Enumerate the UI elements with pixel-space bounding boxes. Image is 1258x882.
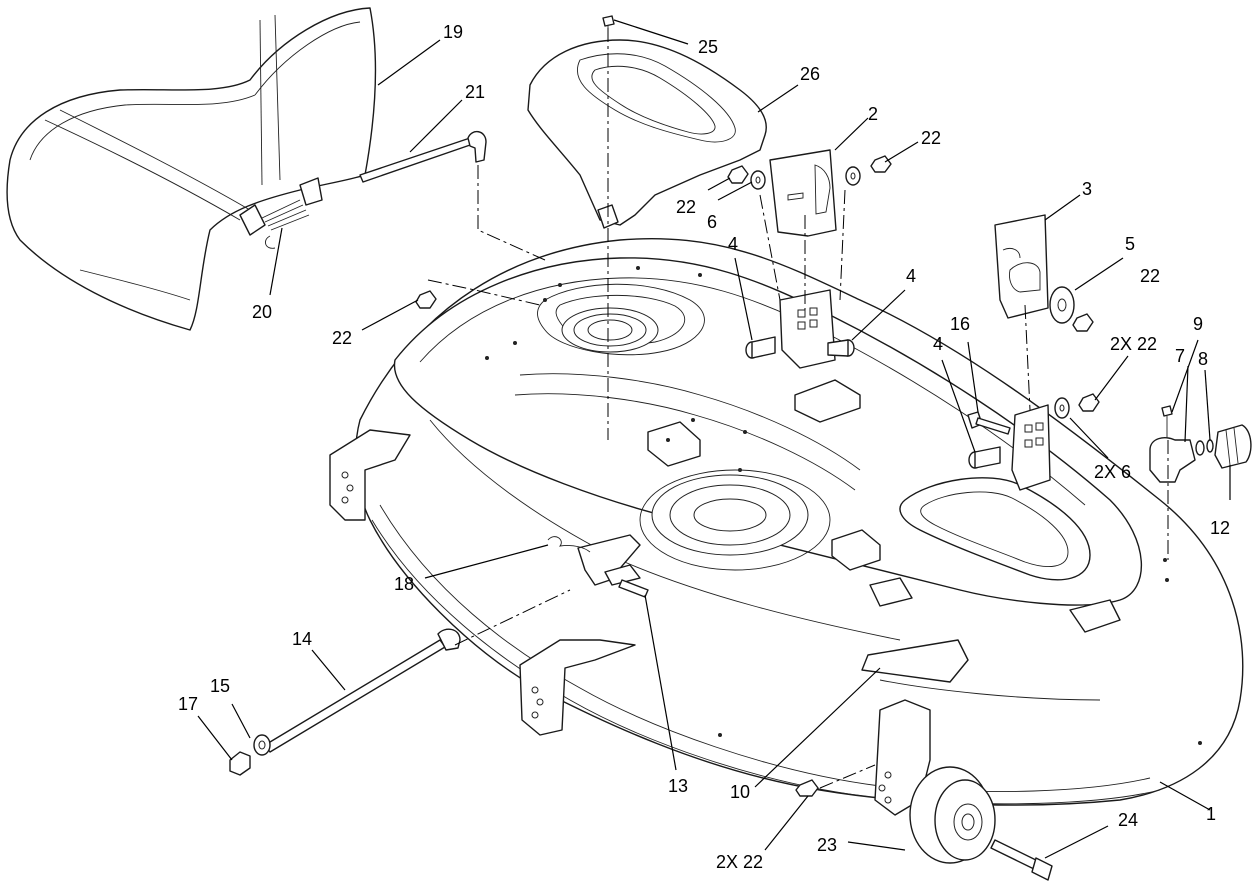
cotter-pin-18 xyxy=(547,536,591,553)
callout-2x22-b: 2X 22 xyxy=(716,852,763,872)
callout-14: 14 xyxy=(292,629,312,649)
callout-26: 26 xyxy=(800,64,820,84)
discharge-deflector xyxy=(6,7,377,331)
nut-22-washer-5 xyxy=(1072,313,1094,332)
oring-7 xyxy=(1195,440,1205,456)
callout-7: 7 xyxy=(1175,346,1185,366)
rear-left-bracket xyxy=(519,639,636,736)
pin-4-lower xyxy=(968,446,1001,469)
deflector-rod xyxy=(359,131,487,183)
bracket-lower-height xyxy=(1011,404,1051,491)
screw-9 xyxy=(1161,405,1173,438)
belt-cover-screw xyxy=(602,15,615,36)
bracket-2 xyxy=(769,149,837,237)
callout-8: 8 xyxy=(1198,349,1208,369)
callout-18: 18 xyxy=(394,574,414,594)
callout-21: 21 xyxy=(465,82,485,102)
callout-22-d: 22 xyxy=(1140,266,1160,286)
front-left-bracket xyxy=(329,429,411,521)
callout-22-a: 22 xyxy=(332,328,352,348)
pin-4-left xyxy=(745,336,776,359)
pin-4-right xyxy=(827,339,855,357)
callout-25: 25 xyxy=(698,37,718,57)
nipple-8 xyxy=(1206,439,1214,453)
nut-22-upper-right xyxy=(870,155,892,173)
nut-2x22-right xyxy=(1078,393,1100,412)
callout-20: 20 xyxy=(252,302,272,322)
nut-22-upper-left xyxy=(727,165,749,184)
hitch-bracket xyxy=(577,534,641,586)
callout-4-b: 4 xyxy=(906,266,916,286)
nut-22-left xyxy=(415,290,437,309)
bracket-upper-height xyxy=(779,289,836,369)
callout-9: 9 xyxy=(1193,314,1203,334)
callout-2: 2 xyxy=(868,104,878,124)
assembly-center-lines xyxy=(427,28,1169,789)
fitting-elbow xyxy=(1149,437,1196,483)
callout-10: 10 xyxy=(730,782,750,802)
callout-6: 6 xyxy=(707,212,717,232)
callout-23: 23 xyxy=(817,835,837,855)
nut-2x22-bottom xyxy=(795,779,819,797)
anti-scalp-roller xyxy=(909,766,996,864)
belt-cover xyxy=(527,39,767,229)
callout-4-a: 4 xyxy=(728,234,738,254)
callout-19: 19 xyxy=(443,22,463,42)
callout-4-c: 4 xyxy=(933,334,943,354)
roller-bolt xyxy=(990,839,1053,881)
callout-2x6: 2X 6 xyxy=(1094,462,1131,482)
callout-13: 13 xyxy=(668,776,688,796)
washer-5 xyxy=(1049,286,1075,324)
nut-17 xyxy=(229,751,251,776)
callout-5: 5 xyxy=(1125,234,1135,254)
callout-16: 16 xyxy=(950,314,970,334)
callout-17: 17 xyxy=(178,694,198,714)
bracket-3 xyxy=(994,214,1049,319)
callout-2x22-a: 2X 22 xyxy=(1110,334,1157,354)
hose-connector-12 xyxy=(1214,424,1252,469)
leader-lines xyxy=(197,19,1231,859)
callout-24: 24 xyxy=(1118,810,1138,830)
washer-6-upper xyxy=(750,170,766,190)
washer-upper-right xyxy=(845,166,861,186)
callout-3: 3 xyxy=(1082,179,1092,199)
bolt-16 xyxy=(967,411,1011,435)
callout-22-c: 22 xyxy=(921,128,941,148)
callout-15: 15 xyxy=(210,676,230,696)
callout-labels: 1 2 3 4 4 4 5 6 2X 6 7 8 9 10 12 13 14 1… xyxy=(178,22,1230,872)
callout-12: 12 xyxy=(1210,518,1230,538)
callout-22-b: 22 xyxy=(676,197,696,217)
washer-15 xyxy=(253,734,271,756)
deflector-spring xyxy=(261,199,310,249)
washer-2x6 xyxy=(1054,397,1070,419)
callout-1: 1 xyxy=(1206,804,1216,824)
